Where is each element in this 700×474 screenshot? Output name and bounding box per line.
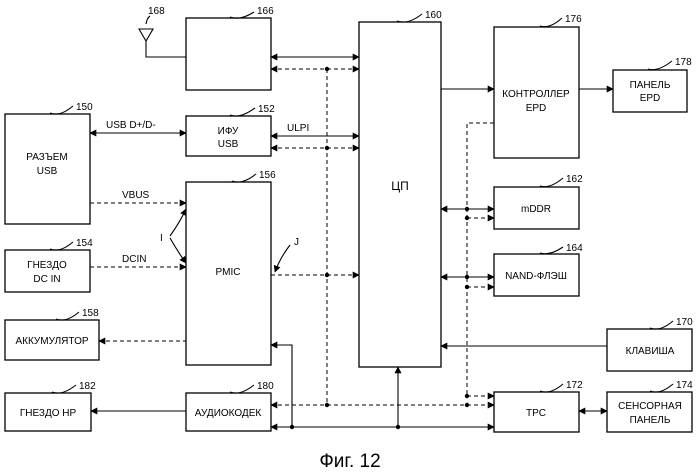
junction-dot	[290, 425, 294, 429]
junction-dot	[325, 403, 329, 407]
dc-jack-label-line1: ГНЕЗДО	[27, 260, 67, 271]
nand-label: NAND-ФЛЭШ	[505, 271, 567, 282]
leader-line	[648, 61, 672, 70]
junction-dot	[465, 275, 469, 279]
usb-connector-label-line1: РАЗЪЕМ	[26, 152, 68, 163]
leader-line	[540, 18, 562, 27]
ref-156: 156	[259, 170, 276, 181]
touch-panel-label-line2: ПАНЕЛЬ	[630, 415, 671, 426]
leader-line	[540, 178, 563, 187]
ref-160: 160	[425, 10, 442, 21]
cpu-block	[359, 22, 441, 367]
marker-i-arrow-lower	[170, 238, 186, 263]
dcin-signal-label: DCIN	[122, 254, 146, 265]
ref-174: 174	[676, 380, 693, 391]
ref-182: 182	[79, 381, 96, 392]
junction-dot	[465, 216, 469, 220]
ref-158: 158	[82, 308, 99, 319]
junction-dot	[465, 403, 469, 407]
hp-jack-label: ГНЕЗДО HP	[20, 408, 77, 419]
junction-dot	[465, 207, 469, 211]
usb-data-signal-label: USB D+/D-	[106, 120, 156, 131]
ref-162: 162	[566, 174, 583, 185]
ref-164: 164	[566, 243, 583, 254]
marker-j-label: J	[294, 237, 299, 248]
ref-172: 172	[566, 380, 583, 391]
ref-154: 154	[76, 238, 93, 249]
junction-dot	[465, 285, 469, 289]
rf-block	[186, 18, 271, 90]
epd-dashed-bus	[467, 123, 494, 396]
leader-line	[146, 16, 150, 24]
usb-connector-label-line2: USB	[37, 166, 58, 177]
vbus-signal-label: VBUS	[122, 190, 150, 201]
pmic-audio-line	[271, 345, 292, 427]
antenna-feed-line	[146, 46, 186, 57]
leader-line	[650, 384, 673, 392]
epd-controller-label-line2: EPD	[526, 103, 547, 114]
junction-dot	[465, 394, 469, 398]
leader-line	[52, 385, 76, 393]
ref-152: 152	[258, 104, 275, 115]
ref-166: 166	[257, 6, 274, 17]
leader-line	[540, 384, 563, 392]
leader-line	[230, 12, 254, 18]
leader-line	[50, 242, 73, 250]
epd-panel-label-line2: EPD	[640, 93, 661, 104]
marker-i-label: I	[160, 233, 163, 244]
ulpi-signal-label: ULPI	[287, 123, 309, 134]
tpc-label: TPC	[526, 408, 546, 419]
dc-jack-block	[5, 250, 90, 292]
ref-170: 170	[676, 317, 693, 328]
usb-ifu-label-line2: USB	[218, 139, 239, 150]
junction-dot	[325, 67, 329, 71]
dc-jack-label-line2: DC IN	[33, 274, 60, 285]
key-label: КЛАВИША	[626, 346, 675, 357]
leader-line	[650, 321, 673, 329]
leader-line	[230, 385, 254, 393]
antenna-icon	[139, 29, 153, 46]
battery-label: АККУМУЛЯТОР	[15, 336, 88, 347]
epd-panel-label-line1: ПАНЕЛЬ	[630, 80, 671, 91]
audio-codec-label: АУДИОКОДЕК	[195, 408, 262, 419]
figure-caption: Фиг. 12	[319, 451, 380, 472]
epd-controller-label-line1: КОНТРОЛЛЕР	[502, 89, 570, 100]
ref-178: 178	[675, 57, 692, 68]
touch-panel-label-line1: СЕНСОРНАЯ	[618, 401, 682, 412]
epd-panel-block	[613, 70, 687, 112]
touch-panel-block	[607, 392, 692, 432]
leader-line	[230, 108, 255, 116]
leader-line	[540, 247, 563, 254]
ref-168: 168	[148, 6, 165, 17]
ref-150: 150	[76, 102, 93, 113]
pmic-label: PMIC	[216, 267, 241, 278]
marker-j-arrow	[275, 245, 290, 272]
junction-dot	[396, 425, 400, 429]
leader-line	[50, 106, 73, 114]
leader-line	[56, 312, 79, 320]
marker-i-arrow-upper	[170, 209, 186, 236]
junction-dot	[325, 273, 329, 277]
leader-line	[232, 174, 256, 182]
mddr-label: mDDR	[521, 204, 551, 215]
ref-176: 176	[565, 14, 582, 25]
junction-dot	[325, 146, 329, 150]
usb-ifu-label-line1: ИФУ	[218, 126, 239, 137]
cpu-label: ЦП	[391, 179, 409, 193]
leader-line	[397, 14, 422, 22]
ref-180: 180	[257, 381, 274, 392]
